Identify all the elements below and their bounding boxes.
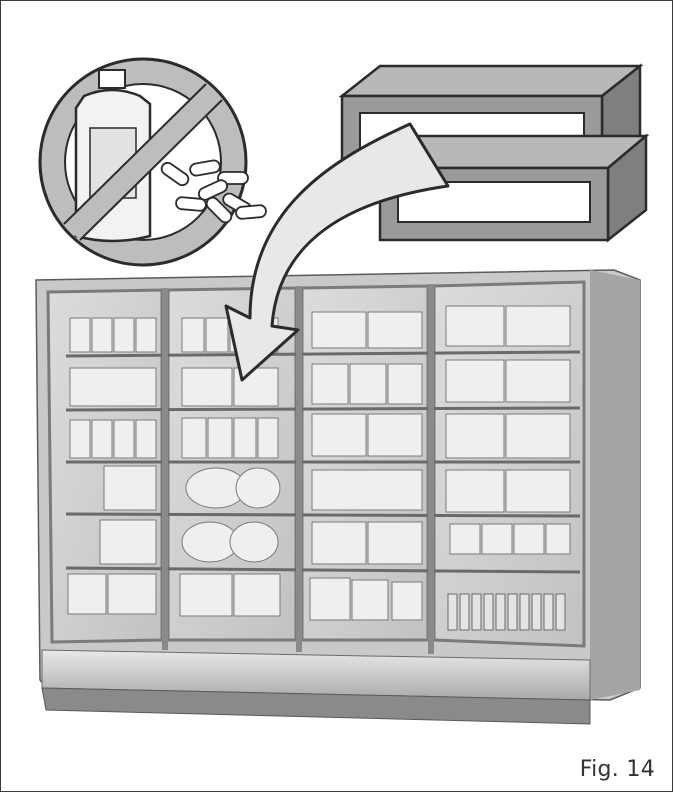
refrigerated-display-cabinet <box>36 270 640 724</box>
no-chemicals-prohibition-icon <box>40 59 266 265</box>
figure-caption: Fig. 14 <box>580 757 655 782</box>
